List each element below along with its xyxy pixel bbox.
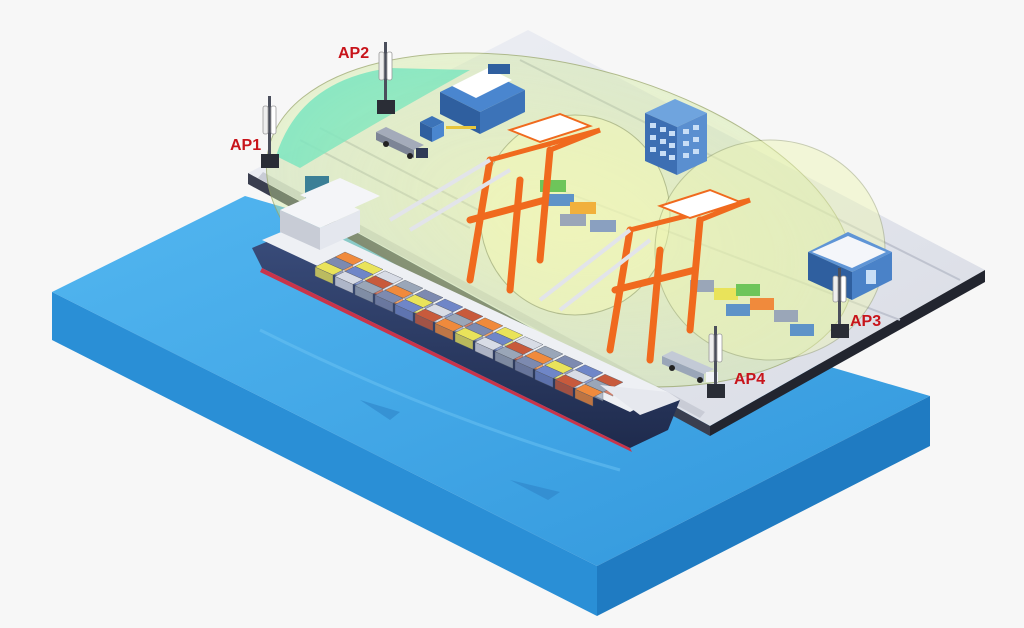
ship-container-side: [314, 266, 334, 285]
access-point-antenna-icon: [707, 326, 725, 398]
ap4-antenna: AP4: [707, 326, 765, 398]
ship-container-side: [534, 370, 554, 388]
guard-booth: [420, 116, 476, 142]
ship-container-side: [434, 323, 454, 341]
ship-container-side: [374, 294, 394, 313]
truck-icon: [376, 127, 428, 159]
ship-container-side: [494, 351, 514, 369]
office-building-icon: [645, 99, 707, 175]
access-point-antenna-icon: [261, 96, 279, 168]
water-right-face: [597, 396, 930, 616]
gantry-crane-icon: [538, 188, 751, 364]
ship-container-side: [474, 341, 494, 360]
ship-container-side: [414, 313, 434, 332]
truck-icon-dock: [662, 351, 718, 383]
ship-container-side: [354, 285, 374, 304]
gantry-crane-icon: [388, 112, 601, 294]
yard-containers: [540, 180, 814, 336]
access-point-antenna-icon: [377, 42, 395, 114]
access-points: AP1 AP2 AP3: [230, 42, 881, 398]
ap1-antenna: AP1: [230, 96, 279, 168]
ap2-antenna: AP2: [338, 42, 395, 114]
ship-container-side: [514, 360, 534, 379]
ship-container-side: [574, 388, 594, 407]
ship-bridge: [280, 176, 380, 250]
water-left-face: [52, 292, 597, 616]
gatehouse-icon: [440, 64, 525, 134]
ap3-label: AP3: [850, 313, 881, 330]
ship-container-side: [334, 276, 354, 294]
ship-container-side: [394, 304, 414, 322]
dock-right-face: [710, 270, 985, 436]
ap3-antenna: AP3: [831, 268, 881, 338]
access-point-antenna-icon: [831, 268, 849, 338]
ap2-label: AP2: [338, 45, 369, 62]
ship-container-stacks: [314, 251, 624, 407]
ship-container-side: [454, 332, 474, 351]
ap1-label: AP1: [230, 137, 261, 154]
container-ship-icon: [252, 176, 680, 452]
ship-container-side: [554, 379, 574, 398]
ap4-label: AP4: [734, 371, 765, 388]
